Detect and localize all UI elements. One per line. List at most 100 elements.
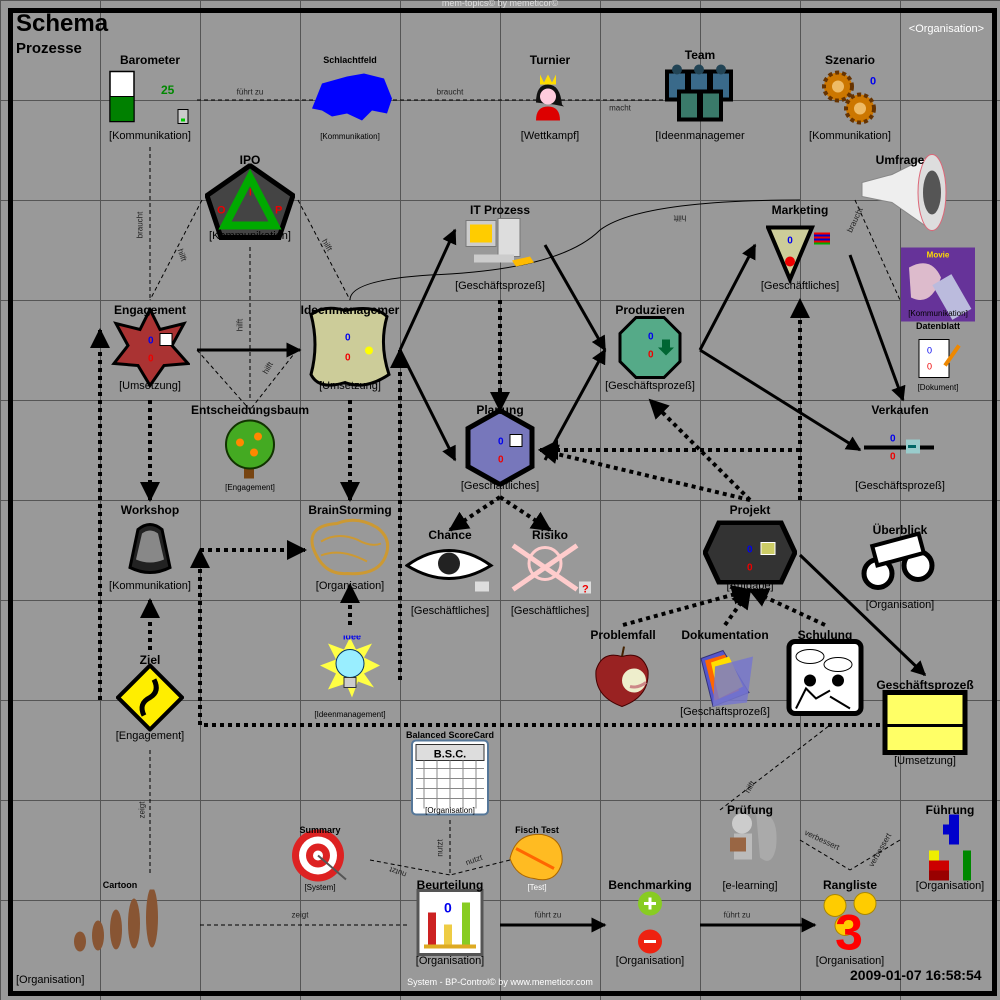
edge-schulung-projekt[interactable] xyxy=(748,588,826,627)
edge-dokumentation-projekt[interactable] xyxy=(723,588,752,627)
squirrel-icon[interactable] xyxy=(720,808,780,873)
edge-planung-chance[interactable] xyxy=(448,495,502,532)
map-switzerland-icon[interactable] xyxy=(302,69,398,132)
edge-fisch-beurteilung[interactable] xyxy=(449,859,511,876)
node-title[interactable]: Turnier xyxy=(529,53,571,67)
target-icon[interactable] xyxy=(290,828,350,893)
node-title[interactable]: Planung xyxy=(476,403,524,417)
bar-chart-icon[interactable]: 0 xyxy=(416,889,484,962)
node-title[interactable]: Schulung xyxy=(797,628,853,642)
node-title[interactable]: BrainStorming xyxy=(308,503,392,517)
queen-icon[interactable] xyxy=(532,73,568,128)
binoculars-icon[interactable] xyxy=(860,531,940,599)
edge-planung-produzieren[interactable] xyxy=(543,348,607,461)
node-title[interactable]: Risiko xyxy=(531,528,569,542)
edge-projekt-geschaeftsprozess[interactable] xyxy=(798,553,927,677)
node-title[interactable]: Barometer xyxy=(119,53,181,67)
node-title[interactable]: Team xyxy=(684,48,716,62)
yellow-box-icon[interactable] xyxy=(882,690,968,761)
node-title[interactable]: Geschäftsprozeß xyxy=(876,678,974,692)
edge-engagement-entscheidungsbaum[interactable] xyxy=(196,349,251,411)
barometer-icon[interactable] xyxy=(108,70,192,131)
edge-produzieren-verkaufen[interactable] xyxy=(699,348,862,452)
node-title[interactable]: Engagement xyxy=(113,303,187,317)
edge-itprozess-produzieren[interactable] xyxy=(543,244,607,352)
edge-projekt-planung[interactable] xyxy=(538,444,751,502)
edge-pruefung-rangliste[interactable] xyxy=(799,839,851,871)
edge-problemfall-projekt[interactable] xyxy=(622,585,752,627)
edge-ideen-planung[interactable] xyxy=(398,349,457,462)
brain-icon[interactable] xyxy=(307,518,393,583)
edge-produzieren-marketing[interactable] xyxy=(698,243,757,351)
edge-marketing-verkaufen[interactable] xyxy=(848,254,906,402)
node-title[interactable]: Entscheidungsbaum xyxy=(190,403,310,417)
context-tag[interactable]: <Organisation> xyxy=(908,23,984,35)
edge-pruefung-geschaeftsprozess[interactable] xyxy=(719,724,831,811)
folder-icon[interactable] xyxy=(693,647,757,714)
node-title[interactable]: Benchmarking xyxy=(608,878,692,892)
node-title[interactable]: Umfrage xyxy=(875,153,925,167)
node-title[interactable]: IPO xyxy=(239,153,261,167)
plus-minus-icon[interactable] xyxy=(634,890,666,961)
apple-icon[interactable] xyxy=(592,646,654,714)
calendar-icon[interactable]: B.S.C. xyxy=(410,739,490,822)
skull-icon[interactable]: ? xyxy=(505,538,595,603)
edge-fuehrung-rangliste[interactable] xyxy=(849,839,901,871)
node-title[interactable]: Schlachtfeld xyxy=(323,55,377,65)
lightbulb-icon[interactable]: Idee xyxy=(318,632,382,705)
node-title[interactable]: Summary xyxy=(299,825,341,835)
node-title[interactable]: Cartoon xyxy=(102,880,138,890)
node-title[interactable]: Prüfung xyxy=(727,803,773,817)
node-title[interactable]: Problemfall xyxy=(590,628,656,642)
triangle-icon[interactable]: 0 xyxy=(764,222,834,289)
gears-icon[interactable]: 0 xyxy=(820,69,880,132)
node-title[interactable]: Workshop xyxy=(120,503,180,517)
edge-ideen-marketing[interactable] xyxy=(349,199,801,301)
node-title[interactable]: Chance xyxy=(428,528,472,542)
node-title[interactable]: Rangliste xyxy=(822,878,878,892)
edge-ipo-ideenmanagemer[interactable] xyxy=(297,199,351,301)
edge-planung-risiko[interactable] xyxy=(498,495,552,532)
node-title[interactable]: IT Prozess xyxy=(469,203,531,217)
node-title[interactable]: Beurteilung xyxy=(416,878,484,892)
computer-icon[interactable] xyxy=(464,217,536,274)
edge-ipo-engagement[interactable] xyxy=(149,199,203,301)
movie-icon[interactable]: Movie xyxy=(901,247,975,327)
footer-credit[interactable]: System - BP-Control© by www.memeticor.co… xyxy=(407,977,593,987)
node-title[interactable]: Verkaufen xyxy=(871,403,929,417)
eye-icon[interactable] xyxy=(404,542,495,599)
node-title[interactable]: Dokumentation xyxy=(681,628,769,642)
node-title[interactable]: Ideenmanagemer xyxy=(300,303,400,317)
flowers-three-icon[interactable]: 3 xyxy=(817,890,883,961)
edge-ideen-itprozess[interactable] xyxy=(398,228,457,351)
node-title[interactable]: Produzieren xyxy=(615,303,685,317)
node-title[interactable]: Ziel xyxy=(139,653,161,667)
edge-marketing-umfrage[interactable] xyxy=(854,199,901,301)
edge-geschaeftsprozess-workshop[interactable] xyxy=(190,548,880,727)
tetris-icon[interactable] xyxy=(927,813,973,888)
edge-summary-beurteilung[interactable] xyxy=(369,859,451,876)
node-title[interactable]: Fisch Test xyxy=(515,825,559,835)
edge-ideen-entscheidungsbaum[interactable] xyxy=(249,349,298,411)
road-sign-icon[interactable] xyxy=(115,662,185,737)
node-title[interactable]: Projekt xyxy=(729,503,771,517)
node-title[interactable]: Datenblatt xyxy=(915,321,961,331)
node-title[interactable]: Balanced ScoreCard xyxy=(405,730,495,740)
bag-icon[interactable] xyxy=(126,520,174,581)
team-icon[interactable] xyxy=(659,62,741,129)
training-icon[interactable] xyxy=(786,639,864,722)
node-title[interactable]: Szenario xyxy=(824,53,876,67)
node-title[interactable]: Führung xyxy=(925,803,975,817)
node-title[interactable]: Überblick xyxy=(872,523,928,537)
evolution-icon[interactable] xyxy=(70,887,170,961)
megaphone-icon[interactable] xyxy=(852,153,948,238)
tree-icon[interactable] xyxy=(220,415,280,486)
node-title[interactable]: Marketing xyxy=(771,203,829,217)
